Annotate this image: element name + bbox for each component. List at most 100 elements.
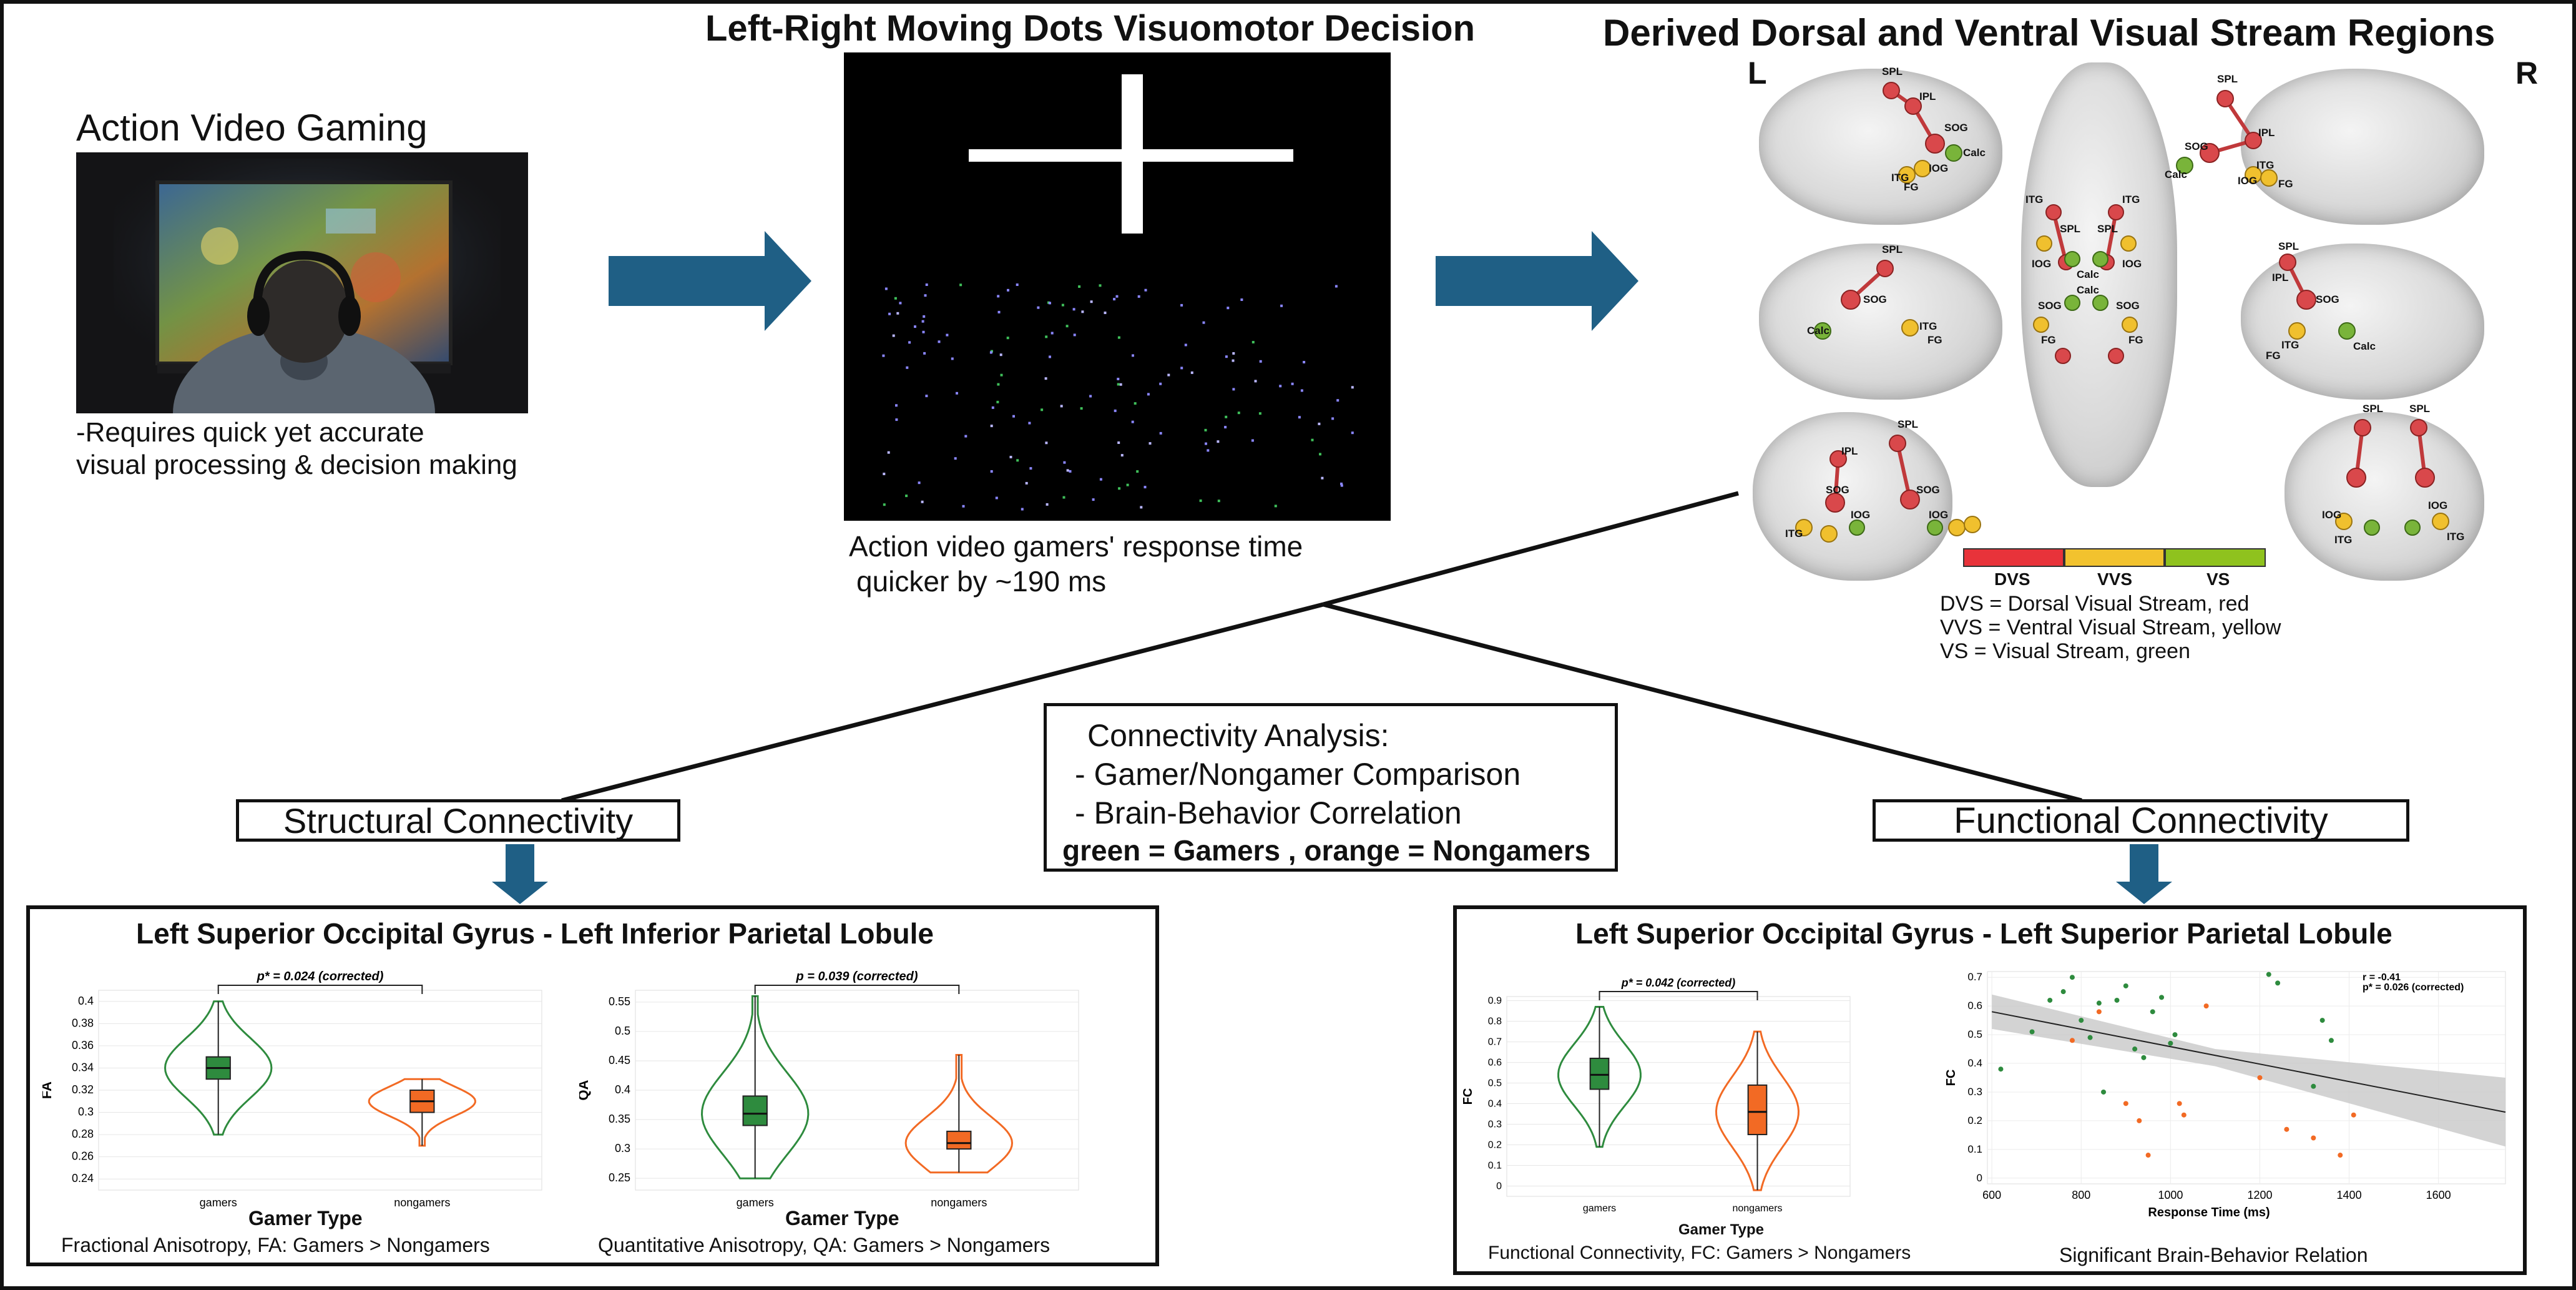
y-tick-label: 0.4 [1488,1099,1502,1110]
nongamers-point [2069,1038,2075,1043]
svg-text:IOG: IOG [2322,509,2341,521]
svg-text:IOG: IOG [2428,500,2447,511]
moving-dot [1240,298,1243,301]
moving-dot [1118,487,1121,490]
nongamers-point [2096,1009,2102,1015]
moving-dot [1148,442,1152,445]
structural-panel-title: Left Superior Occipital Gyrus - Left Inf… [136,917,934,950]
functional-connectivity-label: Functional Connectivity [1873,799,2409,842]
x-tick-label: 1600 [2426,1189,2451,1201]
moving-dot [1016,283,1019,286]
moving-dot [989,351,992,354]
moving-dot [1115,295,1119,298]
task-caption-line2: quicker by ~190 ms [856,565,1107,598]
moving-dot [1279,385,1282,388]
moving-dot [1063,461,1066,464]
svg-text:FG: FG [2278,178,2293,190]
svg-text:ITG: ITG [2281,339,2299,351]
y-tick-label: 0.25 [609,1171,630,1184]
moving-dot [1061,303,1064,307]
moving-dot [996,400,999,403]
svg-text:Calc: Calc [2165,169,2187,180]
nongamers-point [2311,1135,2316,1141]
moving-dot [905,495,908,498]
gamers-point [2275,980,2281,986]
y-tick-label: 0 [1496,1181,1502,1192]
x-tick-label: 1000 [2158,1189,2183,1201]
svg-text:Calc: Calc [2077,284,2099,296]
dvs-swatch [1963,548,2064,567]
nongamers-point [2177,1101,2182,1106]
moving-dot [1069,470,1072,473]
svg-text:IOG: IOG [1851,509,1870,521]
moving-dot [1232,388,1235,391]
gamers-point [2047,997,2053,1003]
moving-dot [1336,399,1339,402]
svg-text:ITG: ITG [1919,320,1937,332]
moving-dot [990,470,993,473]
gamers-box [1589,1057,1610,1090]
svg-text:SPL: SPL [2278,240,2299,252]
moving-dot [887,451,890,454]
regions-title: Derived Dorsal and Ventral Visual Stream… [1603,12,2495,54]
moving-dot [1217,440,1220,443]
moving-dot [1335,285,1338,288]
moving-dot [1131,420,1134,423]
nongamers-point [2181,1112,2187,1118]
y-tick-label: 0.34 [72,1061,94,1073]
legend-label-dvs: DVS [1994,569,2030,589]
legend-label-vs: VS [2206,569,2230,589]
x-tick-label: 600 [1982,1189,2001,1201]
moving-dot [1099,478,1102,481]
moving-dot [1045,335,1048,338]
gamers-point [2114,997,2120,1003]
connectivity-analysis-box: Connectivity Analysis: - Gamer/Nongamer … [1044,703,1618,872]
moving-dot [954,457,957,460]
y-tick-label: 0.5 [1967,1028,1982,1040]
y-tick-label: 0.4 [78,995,94,1007]
qa-caption: Quantitative Anisotropy, QA: Gamers > No… [598,1234,1050,1256]
svg-text:FG: FG [2128,334,2143,346]
moving-dot [1060,405,1063,408]
x-tick-label: gamers [737,1196,774,1209]
moving-dot [1137,295,1140,298]
moving-dot [1331,417,1335,420]
moving-dot [1232,352,1235,355]
brain-anterior-view [2285,412,2484,581]
moving-dot [1099,284,1102,287]
moving-dot [995,496,998,500]
moving-dot [999,353,1002,357]
moving-dot [1066,469,1069,472]
analysis-item-comparison: - Gamer/Nongamer Comparison [1075,757,1521,792]
y-axis-label: QA [579,1080,591,1100]
region-nodes: SPL IPL SOG Calc IOG ITG FG SPL IPL SOG … [1785,66,2464,546]
fc-xlabel: Gamer Type [1678,1221,1764,1238]
svg-text:SPL: SPL [1882,244,1903,255]
moving-dots-stimulus [844,52,1391,521]
y-tick-label: 0.55 [609,995,630,1008]
nongamers-box [946,1130,972,1150]
moving-dot [1007,288,1009,292]
gamers-point [2029,1029,2035,1035]
moving-dot [883,473,886,475]
brain-left-lateral [1759,69,2002,225]
gaming-caption-line1: -Requires quick yet accurate [76,417,424,448]
fa-caption: Fractional Anisotropy, FA: Gamers > Nong… [61,1234,490,1256]
correlation-p-label: p* = 0.026 (corrected) [2363,982,2464,993]
p-value-label: p* = 0.042 (corrected) [1621,977,1736,989]
y-tick-label: 0.26 [72,1150,94,1163]
svg-text:SOG: SOG [2316,293,2339,305]
moving-dot [1251,341,1255,343]
moving-dot [1092,498,1095,501]
moving-dot [1113,298,1116,301]
moving-dot [1217,500,1220,503]
definition-dvs: DVS = Dorsal Visual Stream, red [1940,592,2250,616]
moving-dot [882,354,885,357]
y-tick-label: 0.6 [1967,1000,1982,1012]
y-tick-label: 0.5 [615,1025,630,1037]
moving-dot [1180,303,1183,307]
y-axis-label: FC [1463,1088,1475,1105]
moving-dot [1204,428,1207,431]
